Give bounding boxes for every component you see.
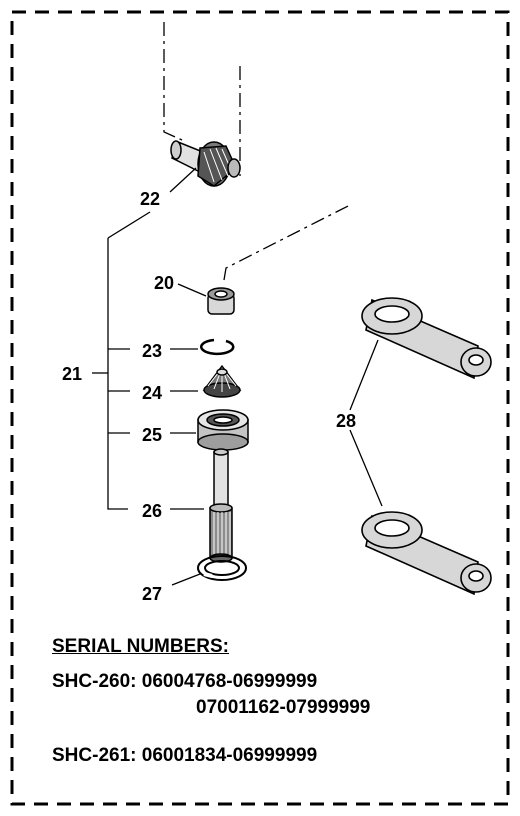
connecting-rod-upper-part-28 bbox=[361, 297, 492, 380]
serial-row-shc-260-continued: 07001162-07999999 bbox=[196, 697, 371, 718]
callout-28: 28 bbox=[336, 411, 356, 431]
callout-24: 24 bbox=[142, 383, 162, 403]
bearing-part-25 bbox=[197, 409, 249, 451]
splined-shaft-part-26 bbox=[209, 448, 233, 563]
callout-22: 22 bbox=[140, 189, 160, 209]
serial-numbers-heading: SERIAL NUMBERS: bbox=[52, 636, 229, 657]
callout-21: 21 bbox=[62, 364, 82, 384]
connecting-rod-lower-part-28 bbox=[361, 511, 492, 596]
bevel-gear-part-24 bbox=[202, 364, 242, 398]
snap-ring-part-23 bbox=[200, 338, 235, 356]
callout-26: 26 bbox=[142, 501, 162, 521]
callout-27: 27 bbox=[142, 584, 162, 604]
bushing-part-20 bbox=[207, 287, 235, 315]
callout-25: 25 bbox=[142, 425, 162, 445]
callout-23: 23 bbox=[142, 341, 162, 361]
leader-lines bbox=[92, 167, 383, 586]
shaft-lines bbox=[163, 22, 353, 281]
serial-row-shc-261: SHC-261: 06001834-06999999 bbox=[52, 745, 318, 766]
callout-20: 20 bbox=[154, 273, 174, 293]
retaining-ring-part-27 bbox=[197, 555, 247, 581]
bevel-gear-shaft-part-22 bbox=[170, 140, 241, 187]
serial-row-shc-260: SHC-260: 06004768-06999999 bbox=[52, 671, 318, 692]
